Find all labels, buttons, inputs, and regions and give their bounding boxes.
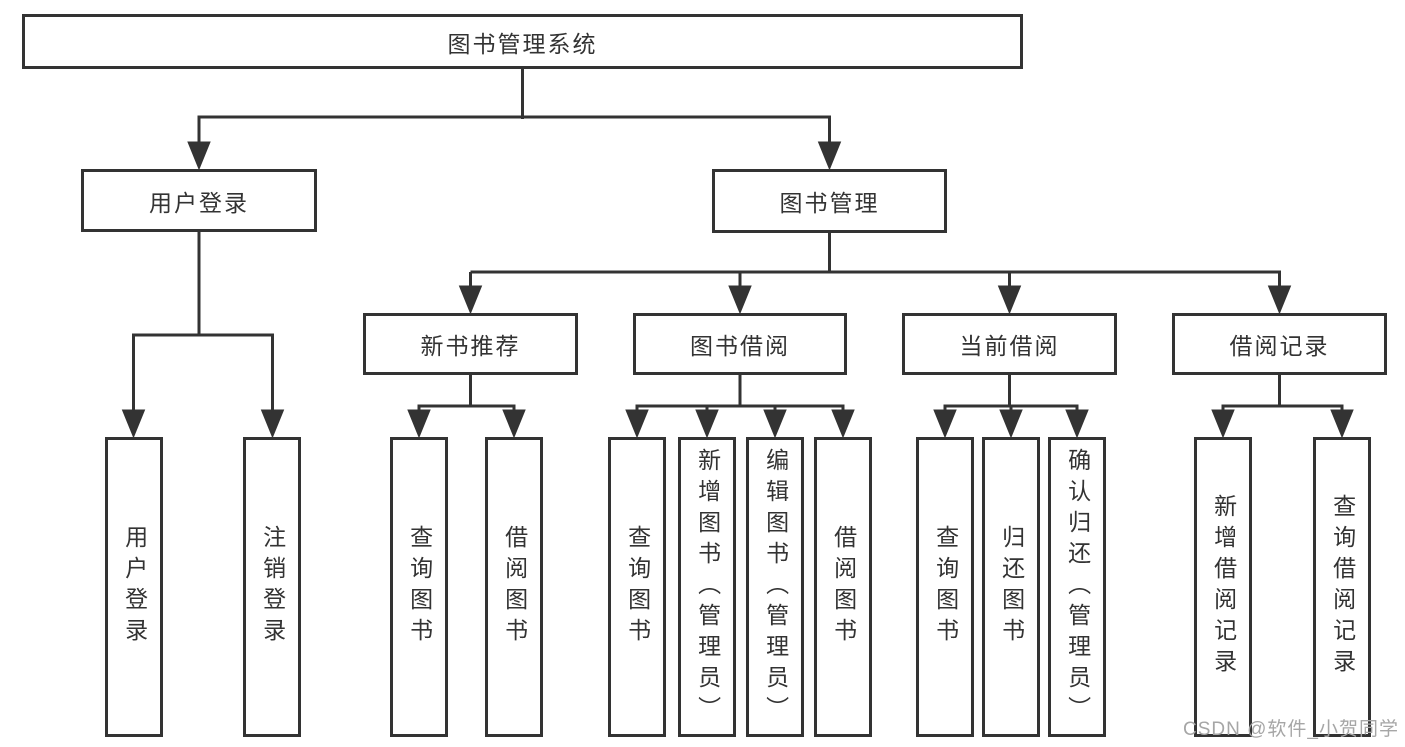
leaf-label: 借阅图书 — [830, 525, 857, 649]
leaf-label: 借阅图书 — [501, 525, 528, 649]
leaf-label: 查询图书 — [406, 525, 433, 649]
leaf-label: 查询借阅记录 — [1329, 494, 1356, 680]
leaf-label: 查询图书 — [624, 525, 651, 649]
leaf-label: 归还图书 — [998, 525, 1025, 649]
leaf-label: 查询图书 — [932, 525, 959, 649]
leaf-label: 注销登录 — [259, 525, 286, 649]
leaf-confirm-return-admin: 确认归还（管理员） — [1048, 437, 1106, 737]
leaf-label: 新增借阅记录 — [1210, 494, 1237, 680]
leaf-add-book-admin: 新增图书（管理员） — [678, 437, 736, 737]
leaf-logout: 注销登录 — [243, 437, 301, 737]
node-book-management: 图书管理 — [712, 169, 947, 233]
watermark: CSDN @软件_小贺同学 — [1183, 719, 1399, 740]
leaf-borrow-books: 借阅图书 — [814, 437, 872, 737]
leaf-label: 新增图书（管理员） — [694, 447, 721, 727]
leaf-borrow-books-recommend: 借阅图书 — [485, 437, 543, 737]
leaf-query-borrow-record: 查询借阅记录 — [1313, 437, 1371, 737]
leaf-query-books-borrow: 查询图书 — [608, 437, 666, 737]
leaf-label: 用户登录 — [121, 525, 148, 649]
node-borrow-records: 借阅记录 — [1172, 313, 1387, 375]
node-current-borrow: 当前借阅 — [902, 313, 1117, 375]
arrowheads — [121, 141, 1354, 439]
leaf-label: 编辑图书（管理员） — [762, 447, 789, 727]
node-book-borrow: 图书借阅 — [633, 313, 847, 375]
node-new-book-recommend: 新书推荐 — [363, 313, 578, 375]
leaf-add-borrow-record: 新增借阅记录 — [1194, 437, 1252, 737]
leaf-query-books-current: 查询图书 — [916, 437, 974, 737]
node-user-login: 用户登录 — [81, 169, 317, 232]
node-root: 图书管理系统 — [22, 14, 1023, 69]
leaf-user-login: 用户登录 — [105, 437, 163, 737]
leaf-label: 确认归还（管理员） — [1064, 447, 1091, 727]
leaf-return-book: 归还图书 — [982, 437, 1040, 737]
leaf-edit-book-admin: 编辑图书（管理员） — [746, 437, 804, 737]
leaf-query-books-recommend: 查询图书 — [390, 437, 448, 737]
